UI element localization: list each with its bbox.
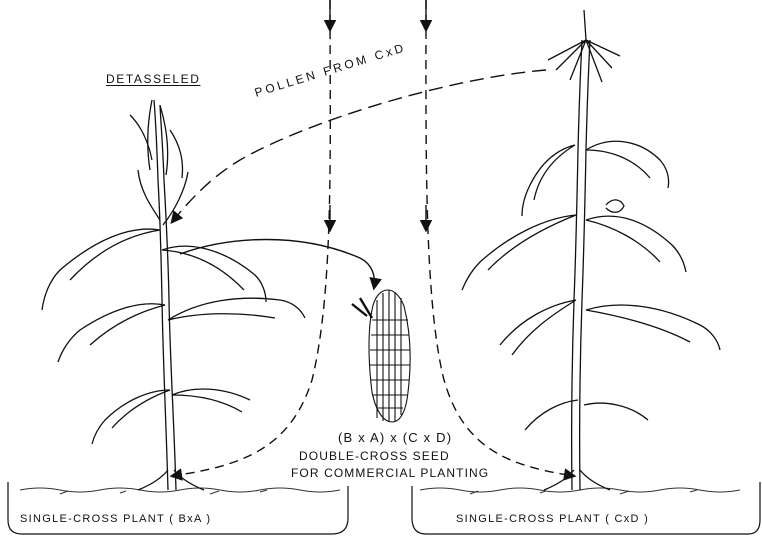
plant-right-label: SINGLE-CROSS PLANT ( CxD ): [456, 513, 649, 525]
plant-left-label: SINGLE-CROSS PLANT ( BxA ): [20, 513, 211, 525]
cross-formula-label: (B x A) x (C x D): [338, 430, 452, 445]
plant-left-bxa: [42, 100, 305, 490]
double-cross-seed-ear: [352, 290, 410, 422]
plant-right-cxd: [462, 10, 720, 490]
detasseled-label: DETASSELED: [106, 72, 200, 86]
dashed-line-right: [426, 0, 574, 476]
seed-caption-line1: DOUBLE-CROSS SEED: [299, 449, 450, 463]
pollen-arrow: [172, 70, 546, 222]
seed-caption-line2: FOR COMMERCIAL PLANTING: [291, 466, 489, 480]
ground-left: [20, 488, 340, 494]
plant-right-bracket: [412, 482, 760, 534]
